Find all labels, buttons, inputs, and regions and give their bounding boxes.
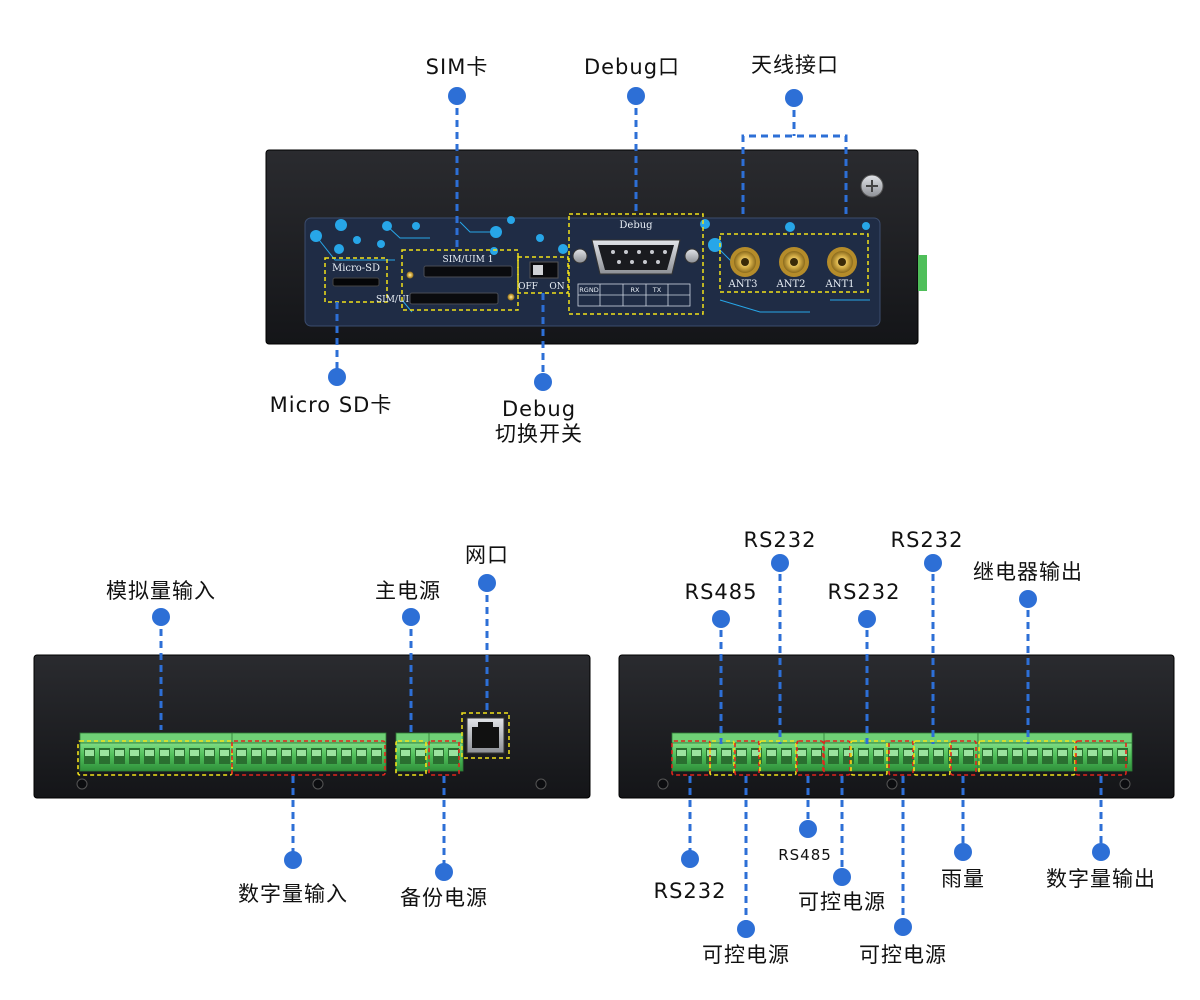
callout-backup-power: 备份电源 xyxy=(400,886,488,910)
right-terminal-b xyxy=(823,732,979,772)
right-screws xyxy=(657,778,1131,790)
front-panel-view: Micro-SD SIM/UIM 1 SIM/UIM 2 OFF ON Debu… xyxy=(265,53,927,446)
callout-debug-port: Debug口 xyxy=(584,55,680,79)
left-callout-lines xyxy=(159,583,489,870)
callout-digital-input: 数字量输入 xyxy=(238,882,348,906)
rs232-top-a-highlight xyxy=(759,740,797,776)
tx-silk: TX xyxy=(652,286,662,294)
callout-rs232-top-c: RS232 xyxy=(890,528,963,552)
circuit-decoration xyxy=(310,216,870,313)
left-callout-dots xyxy=(152,574,496,881)
relay-output-highlight xyxy=(978,740,1076,776)
debug-db9-port: Debug RGND RX TX xyxy=(568,213,704,315)
main-power-highlight xyxy=(395,740,427,776)
left-case xyxy=(33,654,591,799)
ant2-silk: ANT2 xyxy=(775,279,805,290)
switch-on-silk: ON xyxy=(549,282,564,292)
rs485-bottom-highlight xyxy=(796,740,824,776)
right-terminal-a xyxy=(671,732,827,772)
right-callout-dots xyxy=(681,554,1110,938)
digital-input-terminal xyxy=(231,732,387,772)
ant1-connector-icon xyxy=(827,247,857,277)
sim-slots: SIM/UIM 1 SIM/UIM 2 xyxy=(376,249,519,311)
callout-rs485-top: RS485 xyxy=(684,580,757,604)
callout-sim: SIM卡 xyxy=(426,55,489,79)
callout-network-port: 网口 xyxy=(465,543,509,567)
callout-debug-switch-line1: Debug xyxy=(502,397,576,421)
rj45-port xyxy=(461,712,510,759)
left-terminal-blocks xyxy=(77,732,464,776)
controlled-power-b-highlight xyxy=(823,740,851,776)
main-power-terminal xyxy=(395,732,431,772)
right-terminal-c xyxy=(977,732,1133,772)
callout-debug-switch-line2: 切换开关 xyxy=(495,422,583,446)
debug-silk: Debug xyxy=(619,220,653,231)
side-terminal-stub xyxy=(918,255,927,291)
left-side-view: 模拟量输入 主电源 网口 数字量输入 备份电源 xyxy=(33,543,591,910)
callout-controlled-power-b: 可控电源 xyxy=(798,890,886,914)
callout-analog-input: 模拟量输入 xyxy=(106,579,216,603)
digital-output-highlight xyxy=(1075,740,1127,776)
switch-off-silk: OFF xyxy=(518,282,538,292)
right-callout-lines xyxy=(688,562,1103,928)
callout-rs232-top-b: RS232 xyxy=(827,580,900,604)
callout-rs232-bottom: RS232 xyxy=(653,879,726,903)
controlled-power-a-highlight xyxy=(734,740,760,776)
callout-digital-output: 数字量输出 xyxy=(1046,867,1156,891)
antenna-connectors: ANT3 ANT2 ANT1 xyxy=(719,233,869,293)
front-callout-dots xyxy=(328,87,803,391)
ant3-silk: ANT3 xyxy=(727,279,757,290)
callout-rain: 雨量 xyxy=(941,867,985,891)
left-screws xyxy=(76,778,547,790)
micro-sd-silk: Micro-SD xyxy=(332,263,380,274)
callout-controlled-power-a: 可控电源 xyxy=(702,943,790,967)
sim1-silk: SIM/UIM 1 xyxy=(443,255,494,265)
analog-input-highlight xyxy=(77,740,233,776)
rs232-top-c-highlight xyxy=(913,740,951,776)
callout-main-power: 主电源 xyxy=(375,579,441,603)
callout-rs485-bottom: RS485 xyxy=(778,846,832,864)
callout-micro-sd: Micro SD卡 xyxy=(270,393,393,417)
micro-sd-slot: Micro-SD xyxy=(324,257,388,303)
ant1-silk: ANT1 xyxy=(824,279,854,290)
right-side-view: RS485 RS232 RS232 RS232 继电器输出 RS232 可控电源… xyxy=(618,528,1175,967)
rx-silk: RX xyxy=(631,286,641,294)
rgnd-silk: RGND xyxy=(579,286,598,294)
rs232-top-b-highlight xyxy=(850,740,888,776)
ant2-connector-icon xyxy=(779,247,809,277)
controlled-power-c-highlight xyxy=(888,740,914,776)
digital-input-highlight xyxy=(231,740,386,776)
callout-relay-output: 继电器输出 xyxy=(973,560,1083,584)
backup-power-terminal xyxy=(428,732,464,772)
right-terminal-blocks xyxy=(671,732,1133,776)
callout-controlled-power-c: 可控电源 xyxy=(859,943,947,967)
debug-switch: OFF ON xyxy=(517,256,569,294)
callout-antenna: 天线接口 xyxy=(751,53,839,77)
sim2-silk: SIM/UIM 2 xyxy=(376,295,427,305)
case-screw xyxy=(860,174,884,198)
backup-power-highlight xyxy=(428,740,460,776)
rain-highlight xyxy=(950,740,977,776)
right-case xyxy=(618,654,1175,799)
analog-input-terminal xyxy=(79,732,235,772)
callout-rs232-top-a: RS232 xyxy=(743,528,816,552)
ant3-connector-icon xyxy=(730,247,760,277)
